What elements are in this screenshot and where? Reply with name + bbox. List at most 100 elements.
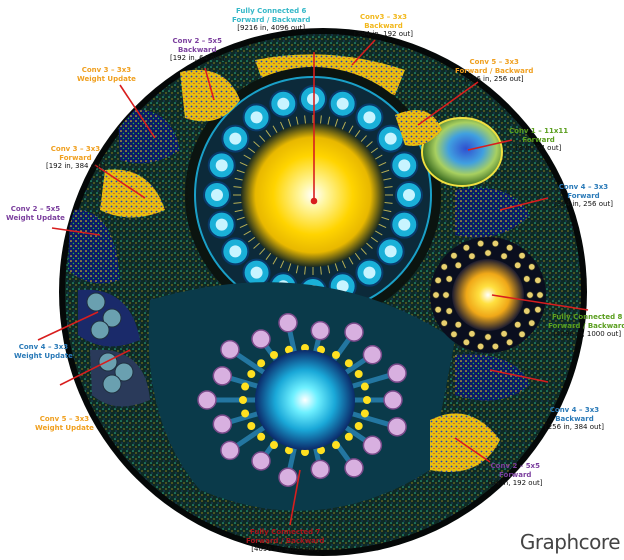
- fc8-dot: [477, 343, 483, 349]
- graphcore-logo: Graphcore: [520, 530, 620, 554]
- label-conv4-forward-sub: [384 in, 256 out]: [554, 200, 613, 209]
- fc7-sphere: [345, 323, 363, 341]
- label-fc7-title1: Fully Connected 7: [246, 528, 324, 537]
- label-conv4-wu-title1: Conv 4 – 3x3: [14, 343, 73, 352]
- fc6-petal-center: [363, 111, 375, 123]
- fc8-dot: [435, 277, 441, 283]
- weight-update-sphere: [91, 321, 109, 339]
- fc7-sphere: [252, 330, 270, 348]
- fc7-sphere: [363, 346, 381, 364]
- fc8-dot: [501, 253, 507, 259]
- fc7-sphere: [221, 341, 239, 359]
- label-conv5-sub: [256 in, 256 out]: [455, 75, 533, 84]
- fc7-yellow-dot: [239, 396, 247, 404]
- label-fc7: Fully Connected 7 Forward / Backward [40…: [246, 528, 324, 554]
- fc8-dot: [506, 244, 512, 250]
- weight-update-sphere: [87, 293, 105, 311]
- fc7-yellow-dot: [241, 409, 249, 417]
- label-conv5-title1: Conv 5 – 3x3: [455, 58, 533, 67]
- fc8-dot: [451, 253, 457, 259]
- label-conv2-backward-title2: Backward: [170, 46, 224, 55]
- label-fc6: Fully Connected 6 Forward / Backward [92…: [232, 7, 310, 33]
- fc8-dot: [529, 320, 535, 326]
- label-conv3-backward-sub: [384 in, 192 out]: [354, 30, 413, 39]
- fc7-yellow-dot: [257, 433, 265, 441]
- fc8-dot: [469, 253, 475, 259]
- label-fc6-title1: Fully Connected 6: [232, 7, 310, 16]
- fc8-dot: [535, 306, 541, 312]
- fc7-yellow-dot: [247, 370, 255, 378]
- fc7-sphere: [198, 391, 216, 409]
- label-fc8-title2: Forward / Backward: [548, 322, 624, 331]
- fc7-sphere: [311, 322, 329, 340]
- fc7-yellow-dot: [363, 396, 371, 404]
- label-conv5-weight-update: Conv 5 – 3x3 Weight Update: [35, 415, 94, 432]
- label-conv3-backward: Conv3 – 3x3 Backward [384 in, 192 out]: [354, 13, 413, 39]
- fc7-yellow-dot: [355, 370, 363, 378]
- label-conv3-forward: Conv 3 – 3x3 Forward [192 in, 384 out]: [46, 145, 105, 171]
- fc7-sphere: [388, 364, 406, 382]
- label-conv5-wu-title2: Weight Update: [35, 424, 94, 433]
- label-conv4-backward-title2: Backward: [545, 415, 604, 424]
- label-conv1-sub: [3 in, 64 out]: [509, 144, 568, 153]
- label-conv4-forward-title2: Forward: [554, 192, 613, 201]
- label-conv1-title2: Forward: [509, 136, 568, 145]
- weight-update-sphere: [99, 353, 117, 371]
- label-conv2-backward: Conv 2 – 5x5 Backward [192 in, 64 out]: [170, 37, 224, 63]
- label-conv1: Conv 1 – 11x11 Forward [3 in, 64 out]: [509, 127, 568, 153]
- label-conv5: Conv 5 – 3x3 Forward / Backward [256 in,…: [455, 58, 533, 84]
- fc8-dot: [443, 292, 449, 298]
- fc7-sphere: [388, 418, 406, 436]
- fc6-petal-center: [385, 133, 397, 145]
- fc8-dot: [529, 264, 535, 270]
- fc7-yellow-dot: [332, 441, 340, 449]
- fc6-petal-center: [385, 245, 397, 257]
- fc8-dot: [455, 262, 461, 268]
- fc7-yellow-dot: [355, 422, 363, 430]
- fc7-sphere: [252, 452, 270, 470]
- fc7-sphere: [311, 460, 329, 478]
- fc6-petal-center: [398, 159, 410, 171]
- fc6-petal-center: [229, 245, 241, 257]
- fc6-petal-center: [403, 189, 415, 201]
- fc7-yellow-dot: [345, 433, 353, 441]
- label-conv3-wu-title1: Conv 3 – 3x3: [77, 66, 136, 75]
- fc8-dot: [451, 331, 457, 337]
- label-conv4-wu-title2: Weight Update: [14, 352, 73, 361]
- label-conv2-forward-sub: [64 in, 192 out]: [488, 479, 542, 488]
- fc7-yellow-dot: [241, 383, 249, 391]
- fc6-petal-center: [211, 189, 223, 201]
- fc6-core: [241, 123, 385, 267]
- label-conv2-forward: Conv 2 – 5x5 Forward [64 in, 192 out]: [488, 462, 542, 488]
- fc6-petal-center: [216, 219, 228, 231]
- label-conv1-title1: Conv 1 – 11x11: [509, 127, 568, 136]
- fc8-dot: [519, 331, 525, 337]
- label-conv3-forward-title1: Conv 3 – 3x3: [46, 145, 105, 154]
- fc7-sphere: [279, 468, 297, 486]
- fc7-sphere: [213, 415, 231, 433]
- label-fc8: Fully Connected 8 Forward / Backward [40…: [548, 313, 624, 339]
- fc8-dot: [524, 276, 530, 282]
- fc8-dot: [492, 343, 498, 349]
- label-conv5-wu-title1: Conv 5 – 3x3: [35, 415, 94, 424]
- fc8-dot: [537, 292, 543, 298]
- fc8-dot: [535, 277, 541, 283]
- fc8-dot: [469, 331, 475, 337]
- fc7-sphere: [345, 459, 363, 477]
- label-conv2-forward-title2: Forward: [488, 471, 542, 480]
- fc6-petal-center: [216, 159, 228, 171]
- fc8-dot: [514, 262, 520, 268]
- label-conv3-forward-title2: Forward: [46, 154, 105, 163]
- fc8-dot: [506, 339, 512, 345]
- label-conv3-backward-title1: Conv3 – 3x3: [354, 13, 413, 22]
- fc8-core: [452, 259, 524, 331]
- fc8-dot: [441, 320, 447, 326]
- fc8-dot: [485, 334, 491, 340]
- fc6-petal-center: [363, 267, 375, 279]
- fc6-petal-center: [398, 219, 410, 231]
- fc8-dot: [433, 292, 439, 298]
- label-fc7-title2: Forward / Backward: [246, 537, 324, 546]
- fc6-petal-center: [229, 133, 241, 145]
- label-conv3-forward-sub: [192 in, 384 out]: [46, 162, 105, 171]
